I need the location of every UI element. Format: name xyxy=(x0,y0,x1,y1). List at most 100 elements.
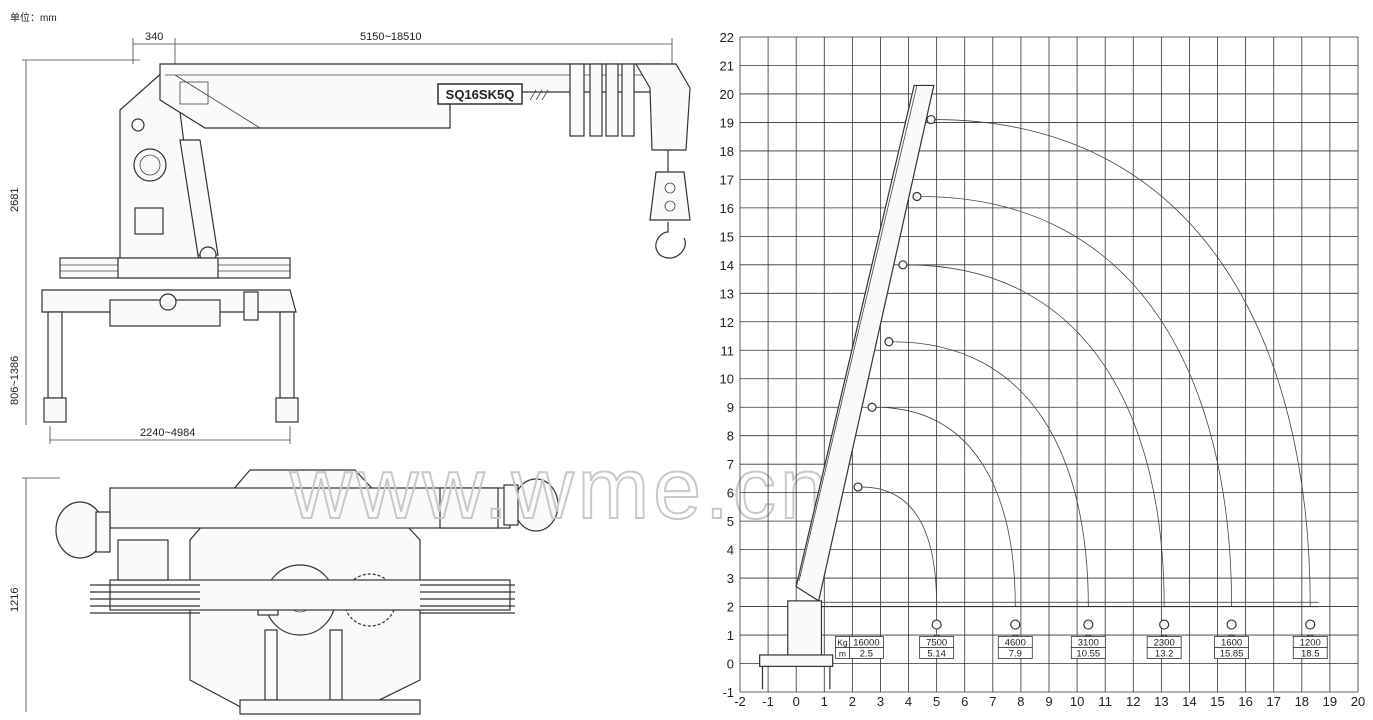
unit-label: 单位：mm xyxy=(10,11,57,24)
dim-340: 340 xyxy=(145,31,163,43)
x-tick-label: 17 xyxy=(1266,694,1280,709)
y-tick-label: 7 xyxy=(727,457,734,472)
load-hook-icon xyxy=(1226,619,1237,630)
y-tick-label: 21 xyxy=(720,58,734,73)
load-kg-value: 4600 xyxy=(1005,637,1026,648)
y-tick-label: 22 xyxy=(720,30,734,45)
y-tick-label: 18 xyxy=(720,144,734,159)
reach-arc xyxy=(860,486,938,607)
x-tick-label: 14 xyxy=(1182,694,1196,709)
crane-base xyxy=(759,654,834,667)
load-table-kg-label: Kg xyxy=(837,637,848,647)
boom-hook-marker xyxy=(884,337,894,347)
crane-boom-profile xyxy=(759,84,1319,690)
x-tick-label: 20 xyxy=(1351,694,1365,709)
y-tick-label: -1 xyxy=(722,685,734,700)
outrigger-leg-left xyxy=(47,311,63,399)
load-kg-value: 1600 xyxy=(1221,637,1242,648)
load-table-cell xyxy=(1146,647,1182,659)
model-plate xyxy=(437,83,523,105)
reach-arc xyxy=(891,341,1089,607)
x-tick-label: 15 xyxy=(1210,694,1224,709)
x-tick-label: 1 xyxy=(821,694,828,709)
load-table-cell xyxy=(997,647,1033,659)
x-tick-label: 10 xyxy=(1070,694,1084,709)
load-radius-value: 7.9 xyxy=(1009,648,1022,659)
x-tick-label: -1 xyxy=(762,694,774,709)
y-tick-label: 11 xyxy=(721,343,735,358)
dim-width: 1216 xyxy=(9,588,21,612)
load-hook-icon xyxy=(1305,619,1316,630)
x-tick-label: -2 xyxy=(734,694,746,709)
boom-hook-marker xyxy=(898,260,908,270)
x-tick-label: 5 xyxy=(933,694,940,709)
load-table-cell xyxy=(1214,647,1249,659)
y-tick-label: 1 xyxy=(727,628,734,643)
load-table-m-label: m xyxy=(839,648,846,658)
dim-outrigger-height: 806~1386 xyxy=(9,356,21,405)
load-radius-value: 5.14 xyxy=(927,648,946,659)
x-tick-label: 6 xyxy=(961,694,968,709)
y-tick-label: 3 xyxy=(727,571,734,586)
y-tick-label: 5 xyxy=(727,514,734,529)
hook-icon xyxy=(655,222,686,259)
boom-hook-marker xyxy=(926,114,936,125)
x-tick-label: 0 xyxy=(793,694,800,709)
boom-hook-marker xyxy=(912,191,922,202)
y-tick-label: 0 xyxy=(727,657,734,672)
x-tick-label: 2 xyxy=(849,694,856,709)
x-tick-label: 3 xyxy=(877,694,884,709)
load-kg-value: 7500 xyxy=(926,637,947,648)
y-tick-label: 6 xyxy=(727,486,734,501)
load-radius-value: 15.85 xyxy=(1220,648,1244,659)
dim-boom-length: 5150~18510 xyxy=(360,31,421,43)
dim-height: 2681 xyxy=(9,188,21,212)
outrigger-leg-right xyxy=(279,311,295,399)
load-tables: Kgm160002.575005.1446007.9310010.5523001… xyxy=(835,636,1328,659)
load-radius-value: 2.5 xyxy=(860,648,873,659)
y-tick-label: 16 xyxy=(720,201,734,216)
boom-inner-line xyxy=(798,85,918,582)
load-radius-value: 10.55 xyxy=(1076,648,1100,659)
top-view: 1216 xyxy=(9,469,559,715)
boom-hook-marker xyxy=(853,482,863,492)
y-tick-label: 13 xyxy=(720,286,734,301)
y-tick-label: 4 xyxy=(727,543,734,558)
x-tick-label: 9 xyxy=(1045,694,1052,709)
slewing-gear xyxy=(133,148,167,182)
side-view: 340 5150~18510 2681 806~1386 SQ16SK5Q xyxy=(9,31,691,444)
boom-head xyxy=(634,63,691,151)
y-tick-label: 9 xyxy=(727,400,734,415)
y-tick-label: 10 xyxy=(720,372,734,387)
y-tick-label: 15 xyxy=(720,229,734,244)
load-hook-icon xyxy=(1083,619,1094,630)
x-tick-label: 4 xyxy=(905,694,912,709)
load-radius-value: 18.5 xyxy=(1301,648,1320,659)
load-radius-value: 13.2 xyxy=(1155,648,1174,659)
boom-outline xyxy=(795,84,935,602)
x-tick-label: 13 xyxy=(1154,694,1168,709)
lift-cylinder xyxy=(179,139,219,256)
load-hook-icon xyxy=(1159,619,1170,630)
x-tick-label: 12 xyxy=(1126,694,1140,709)
watermark: www.wme.cn xyxy=(289,441,832,537)
x-tick-label: 7 xyxy=(989,694,996,709)
load-kg-value: 1200 xyxy=(1300,637,1321,648)
x-tick-label: 8 xyxy=(1017,694,1024,709)
load-table-cell xyxy=(849,647,884,659)
y-tick-label: 2 xyxy=(727,600,734,615)
load-hook-icon xyxy=(931,619,942,630)
x-tick-label: 16 xyxy=(1238,694,1252,709)
reach-arc xyxy=(919,196,1232,607)
y-tick-label: 19 xyxy=(720,115,734,130)
load-radius-arcs xyxy=(860,119,1311,607)
y-tick-label: 8 xyxy=(727,429,734,444)
reach-arc xyxy=(905,264,1165,607)
main-boom xyxy=(159,63,661,129)
crane-column xyxy=(787,600,823,662)
boom-hook-marker xyxy=(867,402,877,412)
load-kg-value: 2300 xyxy=(1154,637,1175,648)
